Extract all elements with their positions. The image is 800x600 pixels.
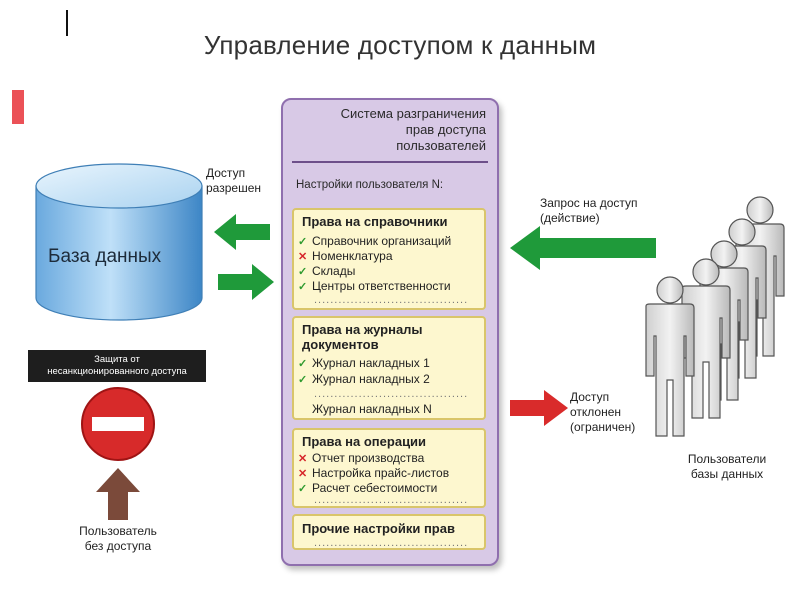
- request-label: Запрос на доступ (действие): [540, 196, 638, 225]
- check-icon: ✓: [298, 358, 308, 370]
- list-item: ✓Расчет себестоимости: [298, 481, 438, 495]
- section-heading: Права на журналы документов: [302, 322, 423, 352]
- list-item: ✓Склады: [298, 264, 356, 278]
- arrow-left-icon: [510, 226, 656, 270]
- list-item: ✓Центры ответственности: [298, 279, 451, 293]
- list-item: ✓Справочник организаций: [298, 234, 452, 248]
- list-item: ✓Журнал накладных 1: [298, 356, 430, 370]
- list-item: Журнал накладных N: [312, 402, 432, 416]
- access-granted-label: Доступ разрешен: [206, 166, 261, 195]
- section-other-settings: Прочие настройки прав ..................…: [292, 514, 486, 550]
- cross-icon: ✕: [298, 453, 308, 465]
- ellipsis-dots: ......................................: [314, 494, 469, 506]
- section-heading: Прочие настройки прав: [302, 521, 455, 536]
- list-item: ✓Журнал накладных 2: [298, 372, 430, 386]
- arrow-right-icon: [218, 264, 274, 300]
- panel-title: Система разграничения прав доступа польз…: [340, 106, 486, 153]
- section-directories: Права на справочники ✓Справочник организ…: [292, 208, 486, 310]
- section-heading: Права на операции: [302, 434, 427, 449]
- database-icon: [35, 163, 203, 321]
- ellipsis-dots: ......................................: [314, 388, 469, 400]
- check-icon: ✓: [298, 236, 308, 248]
- text-cursor: [66, 10, 68, 36]
- red-marker: [12, 90, 24, 124]
- users-group: [645, 196, 785, 437]
- arrow-right-icon: [510, 390, 568, 426]
- check-icon: ✓: [298, 374, 308, 386]
- users-label: Пользователи базы данных: [687, 452, 767, 481]
- no-entry-icon: [81, 387, 155, 461]
- list-item: ✕Настройка прайс-листов: [298, 466, 450, 480]
- check-icon: ✓: [298, 266, 308, 278]
- check-icon: ✓: [298, 483, 308, 495]
- check-icon: ✓: [298, 281, 308, 293]
- arrow-up-icon: [96, 468, 140, 520]
- section-heading: Права на справочники: [302, 214, 448, 229]
- arrow-left-icon: [214, 214, 270, 250]
- cross-icon: ✕: [298, 251, 308, 263]
- ellipsis-dots: ......................................: [314, 294, 469, 306]
- page-title: Управление доступом к данным: [203, 30, 597, 60]
- protection-label: Защита от несанкционированного доступа: [28, 350, 206, 382]
- user-without-access-label: Пользователь без доступа: [79, 524, 157, 553]
- list-item: ✕Номенклатура: [298, 249, 393, 263]
- access-denied-label: Доступ отклонен (ограничен): [570, 390, 636, 434]
- database-label: База данных: [48, 246, 162, 267]
- panel-divider: [292, 161, 488, 163]
- ellipsis-dots: ......................................: [314, 537, 469, 549]
- section-operations: Права на операции ✕Отчет производства ✕Н…: [292, 428, 486, 508]
- cross-icon: ✕: [298, 468, 308, 480]
- panel-subtitle: Настройки пользователя N:: [296, 179, 444, 191]
- list-item: ✕Отчет производства: [298, 451, 425, 465]
- section-journals: Права на журналы документов ✓Журнал накл…: [292, 316, 486, 420]
